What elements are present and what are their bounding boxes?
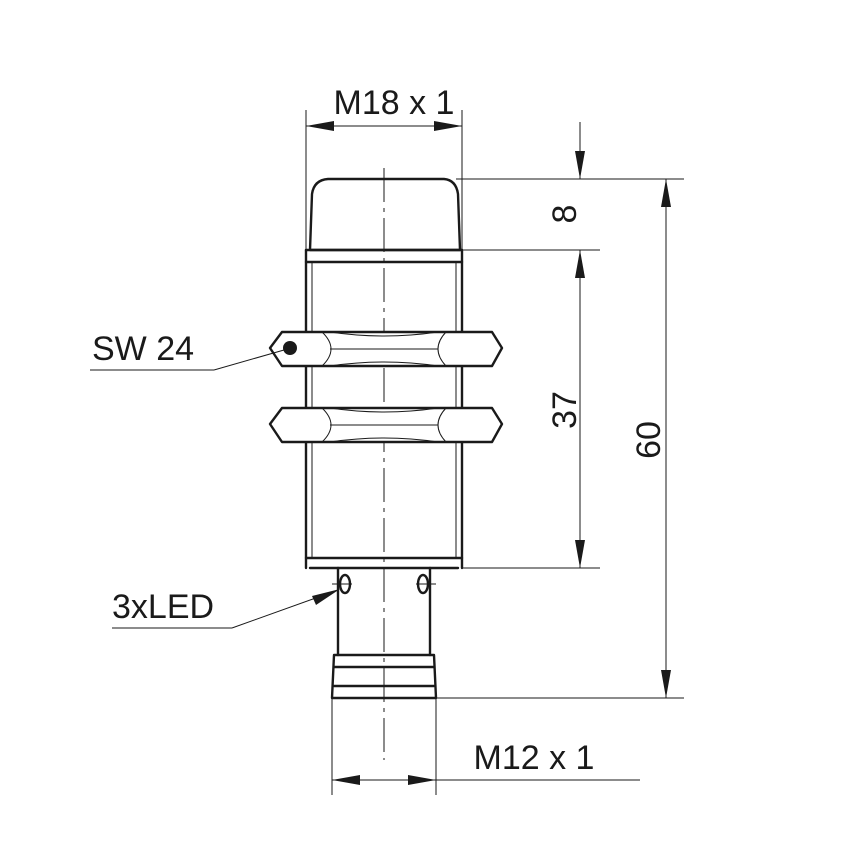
sensor-cap xyxy=(308,177,462,252)
dim-total-length: 60 xyxy=(630,179,671,698)
dim-thread-top-label: M18 x 1 xyxy=(334,84,455,122)
extension-lines xyxy=(305,110,684,795)
dim-thread-top: M18 x 1 xyxy=(306,84,462,131)
callout-led: 3xLED xyxy=(112,588,340,629)
callout-wrench-size-label: SW 24 xyxy=(92,330,194,368)
hex-nut-lower xyxy=(268,406,504,444)
dim-body-length-label: 37 xyxy=(546,391,584,429)
dim-total-length-label: 60 xyxy=(630,421,668,459)
connector-neck xyxy=(332,566,436,657)
dim-body-length: 37 xyxy=(546,391,585,568)
callout-led-label: 3xLED xyxy=(112,588,214,626)
dim-thread-bottom-label: M12 x 1 xyxy=(474,739,595,777)
dim-cap-height-label: 8 xyxy=(546,205,584,224)
callout-wrench-size: SW 24 xyxy=(90,330,285,371)
dim-cap-height: 8 xyxy=(546,122,585,568)
led-dot xyxy=(283,341,297,355)
hex-nut-upper xyxy=(268,330,504,368)
dim-thread-bottom: M12 x 1 xyxy=(332,739,640,785)
